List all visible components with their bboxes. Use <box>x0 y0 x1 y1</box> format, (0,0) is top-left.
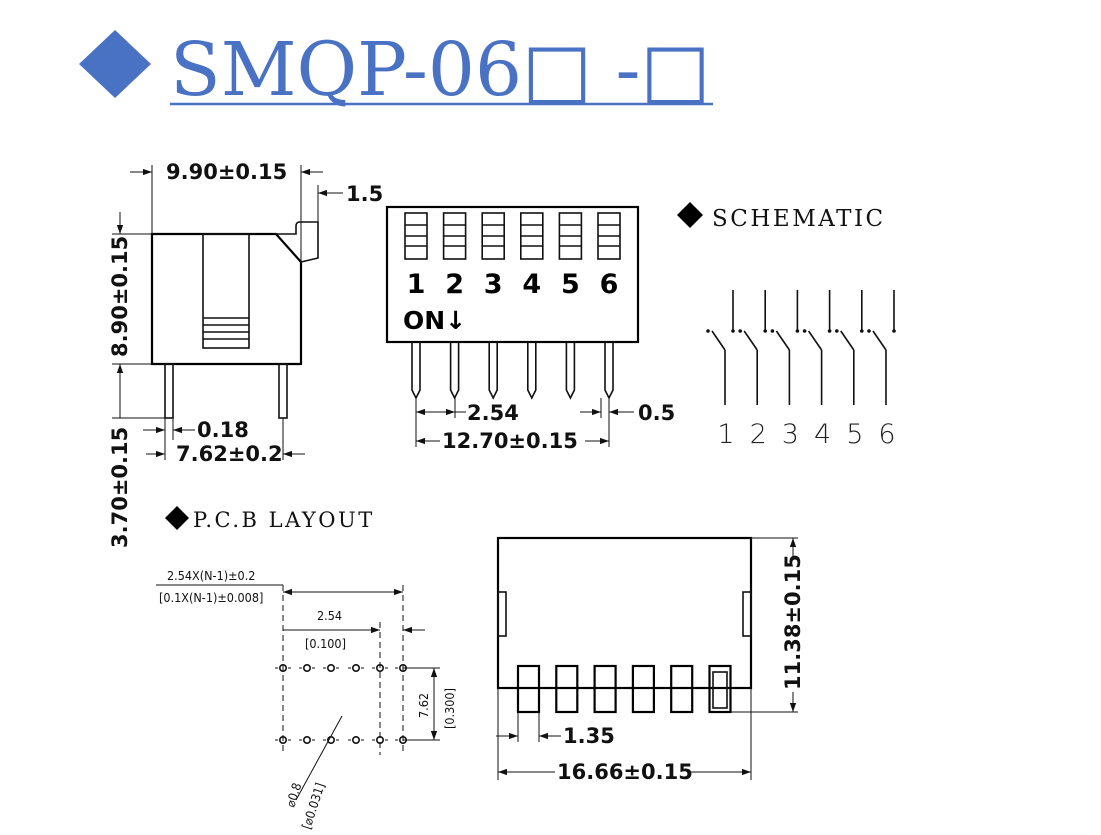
top-body-outline <box>385 205 640 344</box>
schematic-switch-blade <box>775 330 791 351</box>
side-pin-left <box>164 363 174 419</box>
top-span-dim: 12.70±0.15 <box>442 429 578 453</box>
schematic-number: 5 <box>846 419 863 450</box>
side-body-outline <box>150 232 303 366</box>
pcb-hole-mm: ⌀0.8 <box>283 781 305 809</box>
schematic-switch-blade <box>711 330 726 351</box>
front-height-dim: 11.38±0.15 <box>781 554 805 690</box>
side-pin-length-dim: 3.70±0.15 <box>108 427 132 548</box>
pcb-hole <box>302 735 311 744</box>
top-pin <box>488 342 498 400</box>
pcb-span-in: [0.1X(N-1)±0.008] <box>159 590 263 605</box>
schematic-number: 3 <box>782 419 799 450</box>
side-actuator-dim: 1.5 <box>346 182 383 206</box>
schematic-number: 6 <box>878 419 895 450</box>
front-actuator-width-dim: 1.35 <box>563 724 615 748</box>
front-actuator <box>516 664 541 714</box>
schematic-switch-blade <box>807 330 823 351</box>
side-pin-right <box>278 363 288 419</box>
pcb-hole <box>326 663 335 672</box>
top-switch-number: 6 <box>600 269 619 300</box>
front-actuator-group <box>516 664 732 714</box>
front-actuator <box>670 664 694 714</box>
top-switch-number: 3 <box>484 269 503 300</box>
side-actuator-tab <box>276 221 319 263</box>
pcb-hole <box>302 663 311 672</box>
on-label: ON↓ <box>403 306 466 335</box>
front-actuator <box>708 664 732 714</box>
schematic-switch-blade <box>840 330 855 351</box>
top-pitch-dim: 2.54 <box>467 401 519 425</box>
top-switch-number: 4 <box>522 269 541 300</box>
side-width-dim: 9.90±0.15 <box>166 160 287 184</box>
front-actuator-inner <box>712 671 728 709</box>
front-actuator <box>631 664 656 714</box>
schematic-number: 4 <box>814 419 831 450</box>
pcb-hole <box>351 663 360 672</box>
pcb-row-spacing-in: [0.300] <box>442 688 457 729</box>
top-pin-thickness-dim: 0.5 <box>638 401 675 425</box>
side-pin-width-dim: 0.18 <box>197 418 249 442</box>
top-pin <box>604 342 614 400</box>
pcb-hole-group <box>275 663 411 744</box>
side-actuator-slot <box>202 233 250 349</box>
pcb-diamond-icon <box>165 506 189 530</box>
top-switch-number: 1 <box>407 269 426 300</box>
front-actuator <box>593 664 617 714</box>
top-pin <box>565 342 576 400</box>
front-side-tab-right <box>742 591 752 637</box>
side-height-dim: 8.90±0.15 <box>108 236 132 357</box>
pcb-heading: P.C.B LAYOUT <box>193 508 375 532</box>
schematic-number: 2 <box>750 419 767 450</box>
side-view: 9.90±0.15 1.5 8.90±0.15 3.70±0.15 0.18 7… <box>108 160 383 548</box>
pcb-hole <box>351 735 360 744</box>
header: SMQP-06□ -□ <box>79 27 713 113</box>
pcb-span-mm: 2.54X(N-1)±0.2 <box>167 568 255 583</box>
schematic-heading: SCHEMATIC <box>712 206 886 232</box>
front-side-tab-left <box>497 591 507 637</box>
front-actuator <box>555 664 579 714</box>
top-pin <box>527 342 537 400</box>
pcb-pitch-mm: 2.54 <box>317 608 342 623</box>
side-row-spacing-dim: 7.62±0.2 <box>176 442 283 466</box>
schematic-diamond-icon <box>677 202 703 228</box>
diamond-bullet-icon <box>79 30 151 98</box>
schematic-number: 1 <box>717 419 734 450</box>
top-pin <box>411 342 421 400</box>
page-title: SMQP-06□ -□ <box>170 27 710 113</box>
pcb-row-spacing-mm: 7.62 <box>416 693 431 718</box>
front-length-dim: 16.66±0.15 <box>557 760 693 784</box>
pcb-hole <box>278 663 287 672</box>
pcb-pitch-in: [0.100] <box>305 636 346 651</box>
schematic-switch-blade <box>872 330 887 351</box>
front-view: 11.38±0.15 1.35 16.66±0.15 <box>496 536 805 784</box>
top-switch-number: 2 <box>445 269 464 300</box>
top-switch-number: 5 <box>561 269 580 300</box>
pcb-layout: P.C.B LAYOUT 2.54X(N-1)±0.2 [0.1X(N-1)±0… <box>156 506 457 831</box>
schematic-switch-blade <box>743 330 758 351</box>
top-pin <box>449 342 460 400</box>
